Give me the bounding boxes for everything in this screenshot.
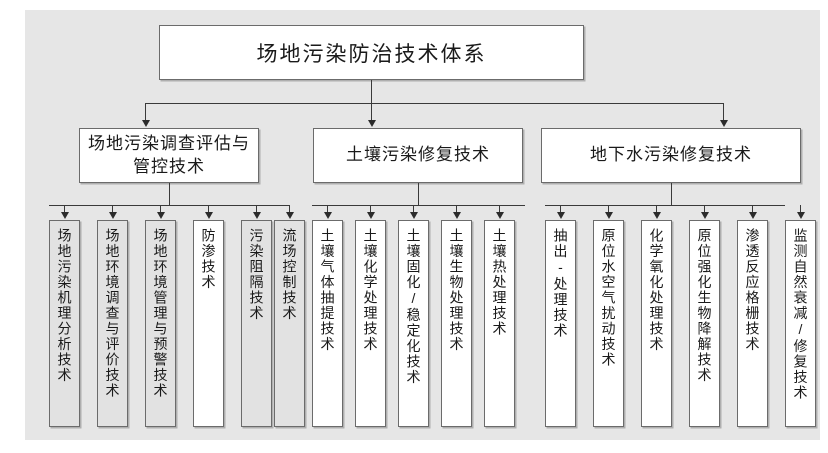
arrow-leaf	[367, 212, 375, 219]
connector-leaf-drop	[160, 205, 161, 214]
leaf-node: 化学氧化处理技术	[641, 220, 672, 427]
group-head-groundwater-remediation: 地下水污染修复技术	[541, 128, 801, 183]
arrow-group-1	[368, 120, 376, 127]
leaf-label: 污染阻隔技术	[248, 228, 265, 321]
connector-bus-group-1	[312, 205, 525, 206]
connector-leaf-drop	[656, 205, 657, 214]
arrow-leaf	[605, 212, 613, 219]
leaf-node: 土壤气体抽提技术	[312, 220, 343, 427]
connector-root-stem	[371, 80, 372, 103]
leaf-label: 化学氧化处理技术	[648, 228, 665, 352]
leaf-label: 场地环境管理与预警技术	[152, 228, 169, 399]
connector-drop-group-0	[145, 103, 146, 121]
connector-leaf-drop	[289, 205, 290, 214]
connector-stem-group-1	[418, 183, 419, 205]
leaf-node: 监测自然衰减/修复技术	[785, 220, 816, 427]
connector-leaf-drop	[499, 205, 500, 214]
leaf-node: 原位强化生物降解技术	[689, 220, 720, 427]
arrow-leaf	[157, 212, 165, 219]
leaf-node: 土壤固化/稳定化技术	[398, 220, 429, 427]
leaf-node: 土壤化学处理技术	[355, 220, 386, 427]
connector-bus-group-0	[49, 205, 289, 206]
leaf-label: 场地环境调查与评价技术	[104, 228, 121, 399]
connector-leaf-drop	[800, 205, 801, 214]
diagram-canvas: 场地污染防治技术体系 场地污染调查评估与管控技术 土壤污染修复技术 地下水污染修…	[25, 10, 820, 440]
group-head-label-2: 地下水污染修复技术	[590, 145, 752, 165]
group-head-soil-remediation: 土壤污染修复技术	[313, 128, 523, 183]
arrow-leaf	[61, 212, 69, 219]
leaf-node: 场地环境调查与评价技术	[97, 220, 128, 427]
arrow-leaf	[453, 212, 461, 219]
leaf-label: 原位强化生物降解技术	[696, 228, 713, 383]
connector-leaf-drop	[256, 205, 257, 214]
connector-leaf-drop	[560, 205, 561, 214]
leaf-node: 防渗技术	[193, 220, 224, 427]
arrow-leaf	[797, 212, 805, 219]
arrow-leaf	[557, 212, 565, 219]
leaf-node: 污染阻隔技术	[241, 220, 272, 427]
arrow-leaf	[701, 212, 709, 219]
leaf-node: 土壤生物处理技术	[441, 220, 472, 427]
group-head-label-1: 土壤污染修复技术	[346, 145, 490, 165]
leaf-label: 防渗技术	[200, 228, 217, 290]
connector-leaf-drop	[208, 205, 209, 214]
arrow-leaf	[653, 212, 661, 219]
arrow-group-2	[720, 120, 728, 127]
connector-leaf-drop	[752, 205, 753, 214]
leaf-label: 抽出-处理技术	[552, 228, 569, 339]
connector-stem-group-2	[671, 183, 672, 205]
leaf-label: 渗透反应格栅技术	[744, 228, 761, 352]
arrow-leaf	[749, 212, 757, 219]
leaf-node: 土壤热处理技术	[484, 220, 515, 427]
arrow-leaf	[253, 212, 261, 219]
leaf-node: 场地污染机理分析技术	[49, 220, 80, 427]
leaf-label: 土壤热处理技术	[491, 228, 508, 337]
arrow-leaf	[109, 212, 117, 219]
connector-leaf-drop	[370, 205, 371, 214]
connector-leaf-drop	[413, 205, 414, 214]
connector-bus-group-2	[545, 205, 785, 206]
arrow-leaf	[286, 212, 294, 219]
root-node-label: 场地污染防治技术体系	[256, 42, 487, 66]
leaf-label: 原位水空气扰动技术	[600, 228, 617, 368]
root-node: 场地污染防治技术体系	[159, 25, 584, 80]
arrow-leaf	[324, 212, 332, 219]
leaf-label: 土壤固化/稳定化技术	[405, 228, 422, 385]
leaf-label: 监测自然衰减/修复技术	[792, 228, 809, 401]
connector-level2-bus	[145, 103, 723, 104]
connector-leaf-drop	[327, 205, 328, 214]
leaf-label: 场地污染机理分析技术	[56, 228, 73, 383]
connector-drop-group-1	[371, 103, 372, 121]
arrow-group-0	[142, 120, 150, 127]
connector-leaf-drop	[456, 205, 457, 214]
arrow-leaf	[205, 212, 213, 219]
arrow-leaf	[496, 212, 504, 219]
connector-drop-group-2	[723, 103, 724, 121]
leaf-node: 渗透反应格栅技术	[737, 220, 768, 427]
leaf-label: 土壤化学处理技术	[362, 228, 379, 352]
leaf-node: 场地环境管理与预警技术	[145, 220, 176, 427]
connector-leaf-drop	[704, 205, 705, 214]
connector-leaf-drop	[112, 205, 113, 214]
connector-leaf-drop	[608, 205, 609, 214]
leaf-node: 原位水空气扰动技术	[593, 220, 624, 427]
leaf-node: 抽出-处理技术	[545, 220, 576, 427]
group-head-label-0: 场地污染调查评估与管控技术	[88, 133, 250, 176]
connector-leaf-drop	[64, 205, 65, 214]
leaf-label: 土壤生物处理技术	[448, 228, 465, 352]
group-head-site-investigation: 场地污染调查评估与管控技术	[79, 128, 259, 183]
leaf-node: 流场控制技术	[274, 220, 305, 427]
leaf-label: 流场控制技术	[281, 228, 298, 321]
leaf-label: 土壤气体抽提技术	[319, 228, 336, 352]
arrow-leaf	[410, 212, 418, 219]
connector-stem-group-0	[169, 183, 170, 205]
